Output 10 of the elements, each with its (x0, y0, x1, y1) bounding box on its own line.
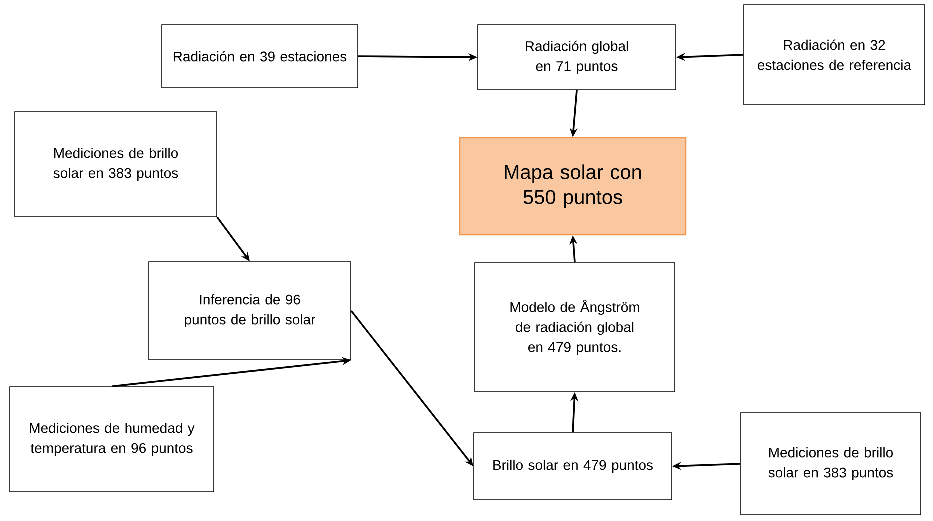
process-box: Radiación global en 71 puntos (478, 24, 676, 90)
process-box: Brillo solar en 479 puntos (474, 432, 672, 500)
process-box: Radiación en 39 estaciones (162, 24, 358, 88)
process-box: Mediciones de humedad y temperatura en 96 puntos (10, 386, 214, 492)
process-box: Inferencia de 96 puntos de brillo solar (148, 262, 352, 360)
highlighted-box: Mapa solar con 550 puntos (459, 137, 687, 236)
process-box: Radiación en 32 estaciones de referencia (744, 4, 926, 106)
process-box: Mediciones de brillo solar en 383 puntos (14, 112, 218, 218)
process-box: Mediciones de brillo solar en 383 puntos (740, 412, 922, 516)
process-box: Modelo de Ångström de radiación global en 479 puntos. (474, 262, 676, 392)
